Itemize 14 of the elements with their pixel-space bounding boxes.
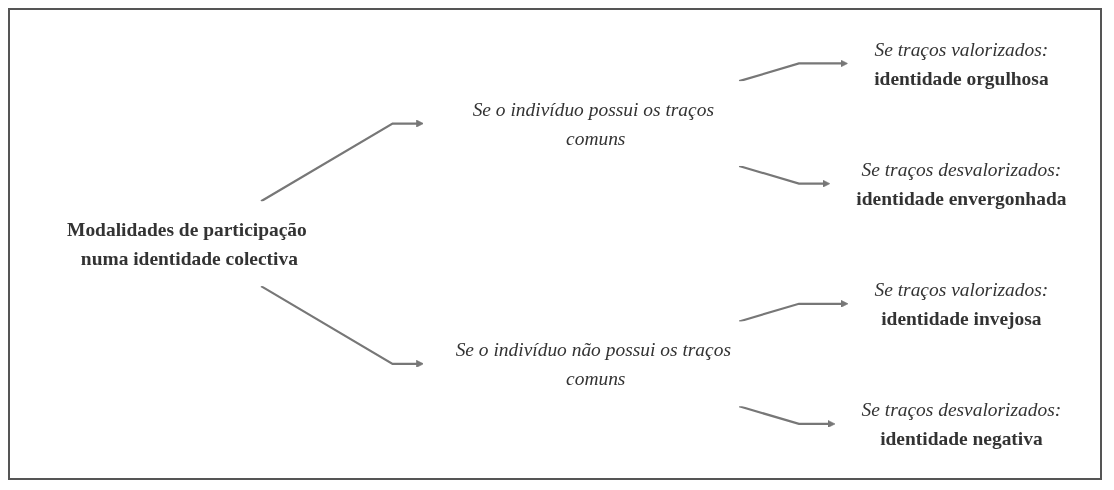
node-text: Se traços desvalorizados: identidade negativa <box>861 398 1062 450</box>
arrow <box>738 405 836 429</box>
node-text: Se o indivíduo não possui os traços comuns <box>455 338 731 390</box>
arrow <box>738 165 831 188</box>
arrow <box>738 300 849 323</box>
node-text: Se traços desvalorizados: identidade envergonhada <box>856 158 1067 210</box>
arrow <box>738 59 849 83</box>
node-text: Se traços valorizados: identidade invejosa <box>874 278 1049 330</box>
arrow <box>260 119 424 203</box>
node-text: Modalidades de participação numa identidade colectiva <box>67 218 307 270</box>
node-text: Se traços valorizados: identidade orgulhosa <box>874 38 1049 90</box>
diagram-frame: Modalidades de participação numa identidade colectiva Se o indivíduo possui os traços comuns Se o indivíduo não possui os traços comuns Se traços valorizados: identidade orgulhosa Se traços desvalorizados: identidade envergonhada Se traços valorizados: identidade invejosa Se traços desvalorizados: identidade negativa <box>8 8 1102 480</box>
arrow <box>260 285 424 369</box>
node-text: Se o indivíduo possui os traços comuns <box>472 98 714 150</box>
